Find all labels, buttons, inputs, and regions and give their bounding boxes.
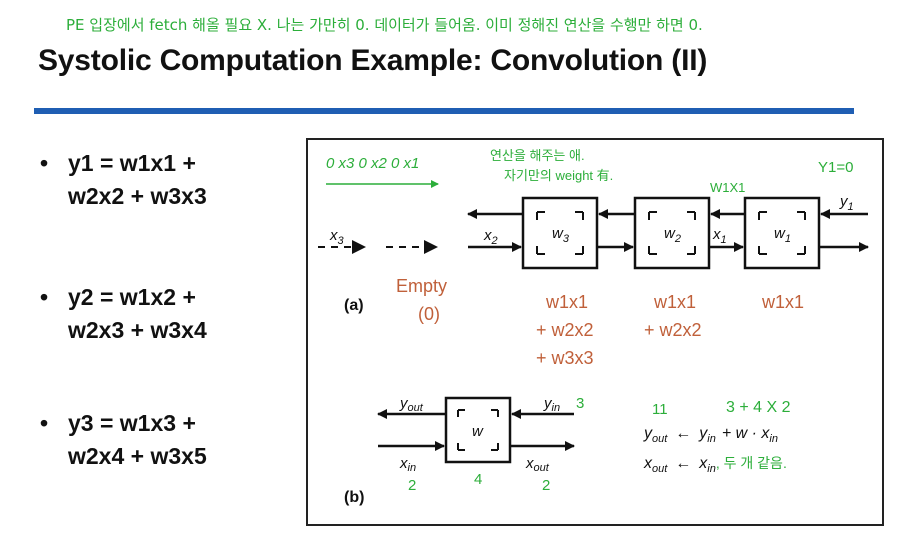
pe-note-1: 연산을 해주는 애. xyxy=(490,148,585,163)
result-col1: + w2x2 xyxy=(536,320,594,340)
result-col2: w1x1 xyxy=(653,292,696,312)
label-x2: x2 xyxy=(483,227,498,247)
update-eq-x: xout←xin, 두 개 같음. xyxy=(643,455,787,475)
label-yin: yin xyxy=(543,395,560,414)
handwritten-note-top: PE 입장에서 fetch 해올 필요 X. 나는 가만히 0. 데이터가 들어… xyxy=(66,16,703,34)
result-col3: w1x1 xyxy=(761,292,804,312)
bullet-line: y2 = w1x2 + xyxy=(68,284,196,310)
bullet-dot-icon: • xyxy=(40,150,49,176)
arrow-right-icon xyxy=(424,240,438,254)
update-eq-y: yout←yin+ w · xin xyxy=(643,425,778,445)
result-col1: + w3x3 xyxy=(536,348,594,368)
systolic-figure: 0 x3 0 x2 0 x1 연산을 해주는 애. 자기만의 weight 有.… xyxy=(306,138,884,526)
systolic-diagram: 0 x3 0 x2 0 x1 연산을 해주는 애. 자기만의 weight 有.… xyxy=(318,148,869,506)
pe-weight-label: w2 xyxy=(664,225,681,245)
note-xout-two: 2 xyxy=(542,477,550,494)
title-underline xyxy=(34,108,854,114)
label-y1: y1 xyxy=(839,193,854,213)
label-x3: x3 xyxy=(329,227,345,247)
w1x1-note: W1X1 xyxy=(710,180,745,195)
pe-box-generic: w xyxy=(444,396,512,464)
note-w-four: 4 xyxy=(474,471,482,488)
pe-note-2: 자기만의 weight 有. xyxy=(504,168,613,183)
note-eleven: 11 xyxy=(652,401,668,418)
pe-weight-label: w3 xyxy=(552,225,570,245)
pe-box-w1: w1 xyxy=(743,196,821,270)
note-expression: 3 + 4 X 2 xyxy=(726,399,791,416)
bullet-dot-icon: • xyxy=(40,284,49,310)
note-xin-two: 2 xyxy=(408,477,416,494)
label-xout: xout xyxy=(525,455,550,474)
pe-weight-label: w xyxy=(472,423,484,440)
slide-title: Systolic Computation Example: Convolutio… xyxy=(38,44,708,77)
bullet-line: w2x3 + w3x4 xyxy=(68,317,207,343)
figure-a-label: (a) xyxy=(344,297,364,314)
note-yin-three: 3 xyxy=(576,395,584,412)
result-col2: + w2x2 xyxy=(644,320,702,340)
pe-weight-label: w1 xyxy=(774,225,791,245)
pe-box-w2: w2 xyxy=(633,196,711,270)
bullet-dot-icon: • xyxy=(40,410,49,436)
label-x1: x1 xyxy=(712,226,727,246)
result-col1: w1x1 xyxy=(545,292,588,312)
y1-zero-note: Y1=0 xyxy=(818,159,853,176)
bullet-line: y1 = w1x1 + xyxy=(68,150,196,176)
stream-note: 0 x3 0 x2 0 x1 xyxy=(326,155,419,172)
label-xin: xin xyxy=(399,455,416,474)
bullet-line: y3 = w1x3 + xyxy=(68,410,196,436)
empty-zero-label: (0) xyxy=(418,304,440,324)
bullet-line: w2x4 + w3x5 xyxy=(68,443,207,469)
bullet-line: w2x2 + w3x3 xyxy=(68,183,207,209)
pe-box-w3: w3 xyxy=(521,196,599,270)
figure-b-label: (b) xyxy=(344,489,364,506)
arrow-right-icon xyxy=(352,240,366,254)
label-yout: yout xyxy=(399,395,424,414)
empty-label: Empty xyxy=(396,276,447,296)
